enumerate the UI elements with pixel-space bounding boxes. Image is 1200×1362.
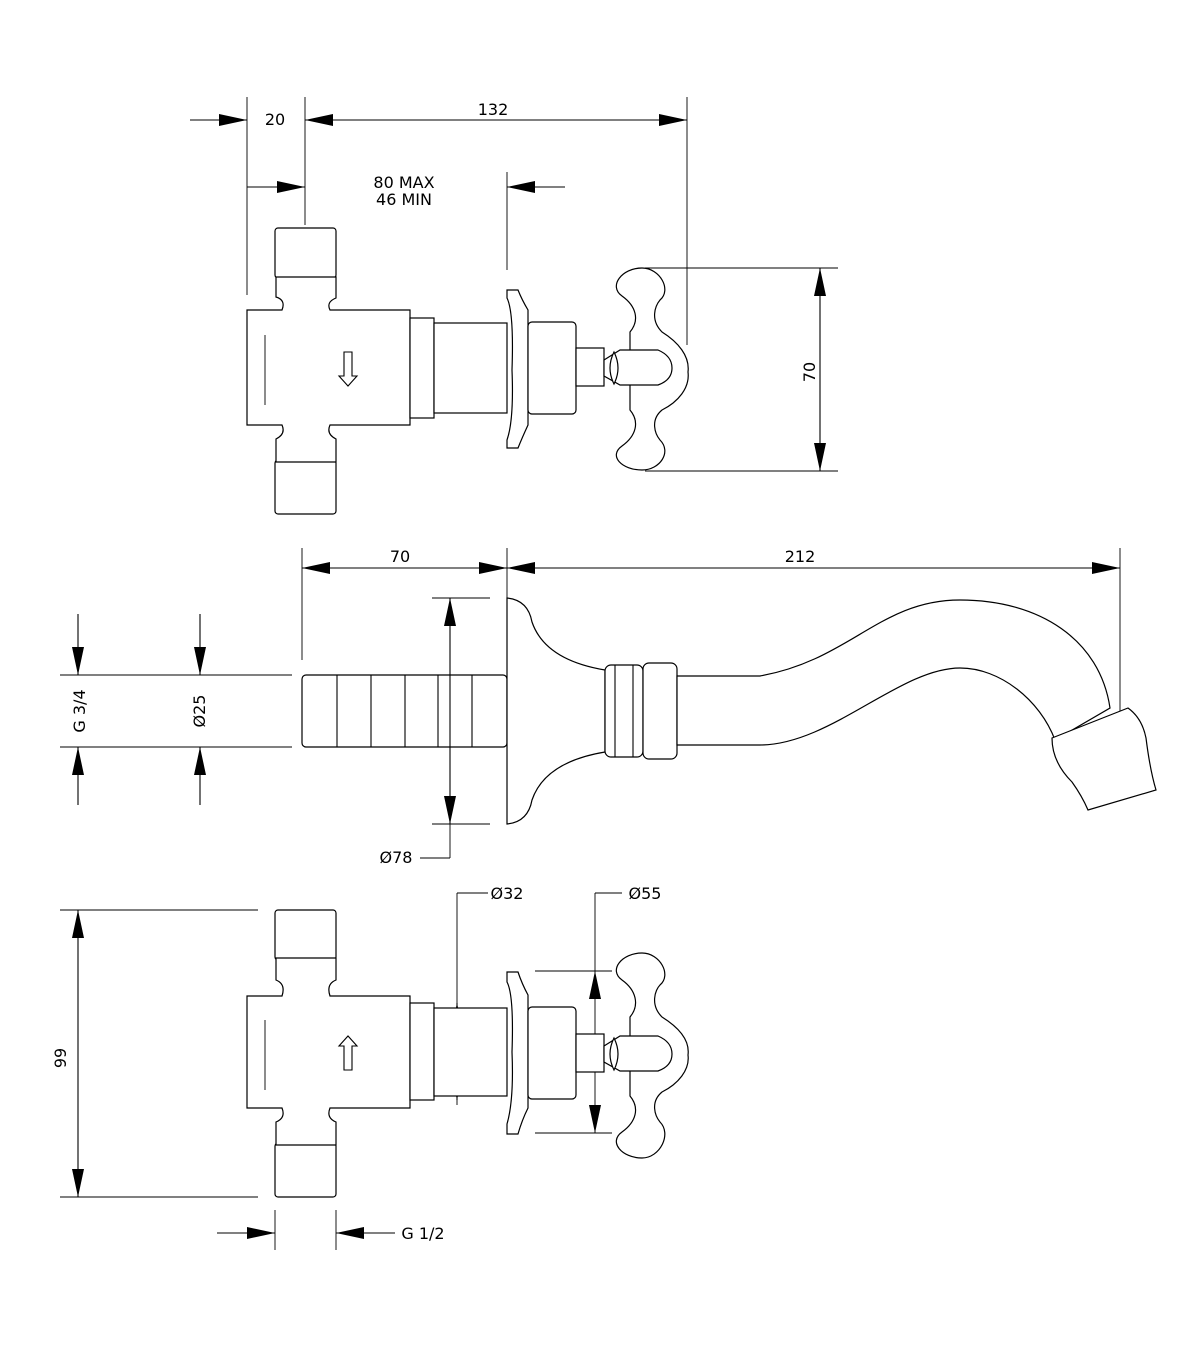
dim-g34-label: G 3/4 (70, 689, 89, 732)
dim-70-spout-label: 70 (390, 547, 410, 566)
flange-and-handle (506, 267, 689, 471)
dim-20-label: 20 (265, 110, 285, 129)
dim-132-label: 132 (478, 100, 509, 119)
bottom-valve-view: Ø32 Ø55 99 (51, 884, 689, 1250)
dim-d55-label: Ø55 (629, 884, 662, 903)
spout-view: 70 212 G 3/4 Ø25 Ø78 (60, 547, 1157, 867)
dim-d25-label: Ø25 (190, 695, 209, 728)
valve-body (246, 227, 508, 515)
dim-d32-label: Ø32 (491, 884, 524, 903)
dim-46-min-label: 46 MIN (376, 190, 432, 209)
dim-g12-label: G 1/2 (401, 1224, 444, 1243)
flange-and-handle-bottom (506, 952, 689, 1159)
dim-d78-label: Ø78 (380, 848, 413, 867)
dim-80-max-label: 80 MAX (373, 173, 434, 192)
dim-70-vertical-label: 70 (800, 362, 819, 382)
dim-99-label: 99 (51, 1048, 70, 1068)
spout-body (506, 597, 1157, 825)
threaded-connector (301, 674, 508, 748)
valve-body-bottom (246, 909, 508, 1198)
top-valve-view: 20 132 80 MAX 46 MIN 70 (190, 97, 838, 515)
dim-212-label: 212 (785, 547, 816, 566)
